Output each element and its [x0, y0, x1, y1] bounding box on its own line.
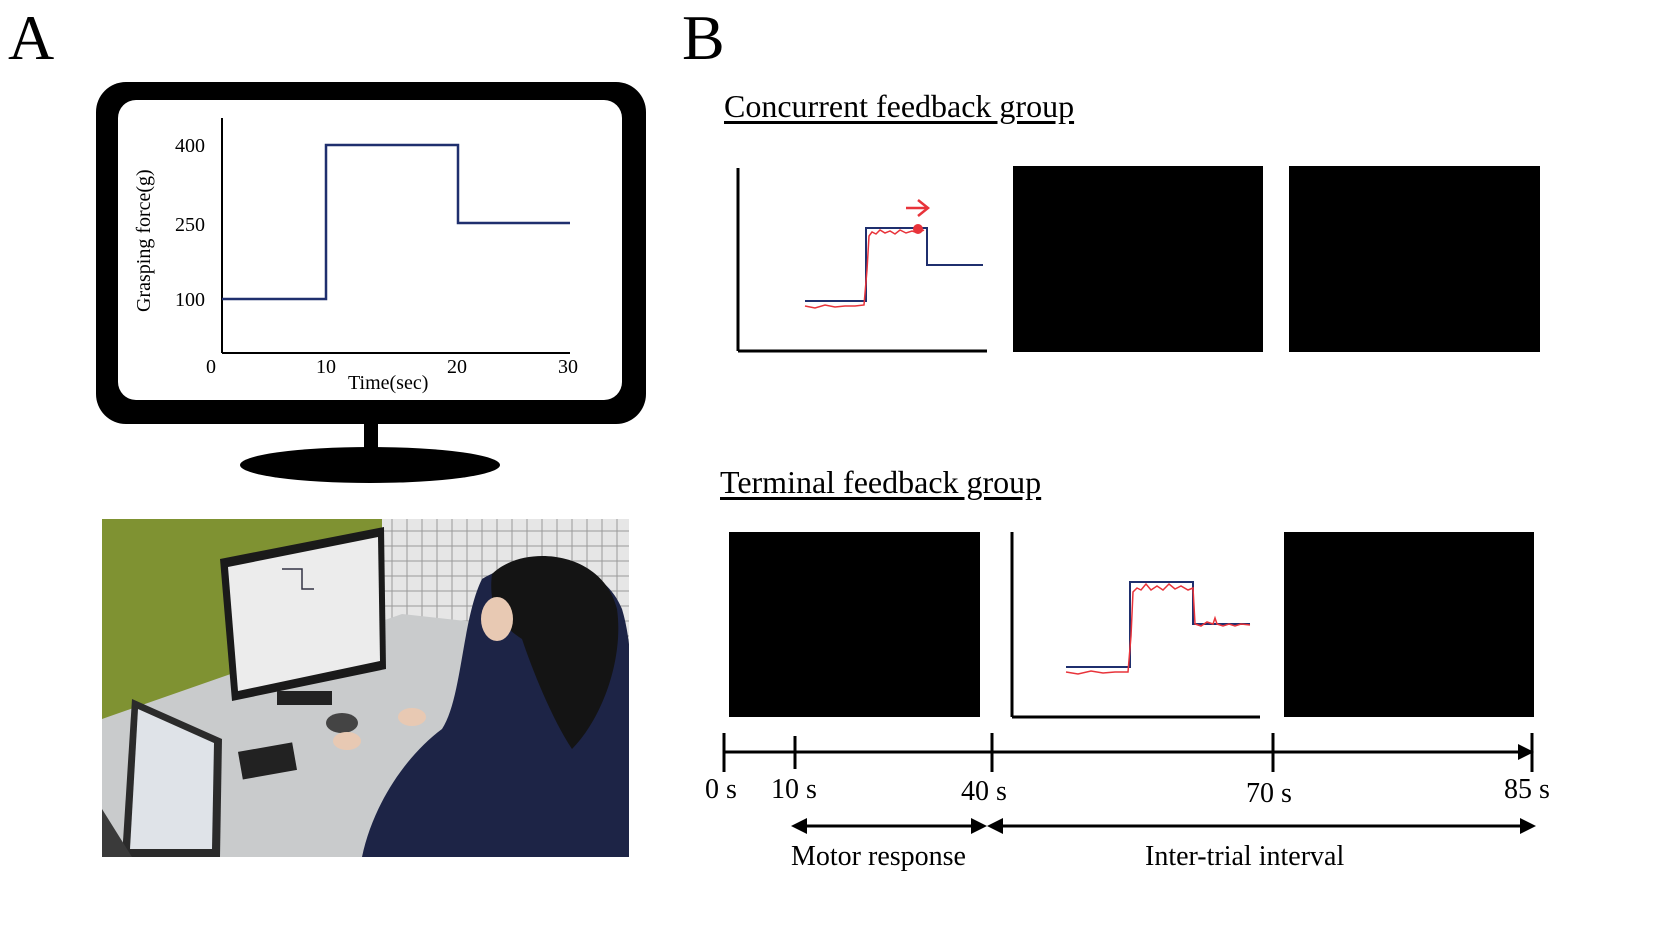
- monitor-neck: [364, 424, 378, 452]
- concurrent-blank-screen-1: [1013, 166, 1263, 352]
- target-force-line: [222, 143, 570, 301]
- motor-response-label: Motor response: [791, 841, 966, 872]
- experiment-photo: [102, 519, 629, 857]
- terminal-blank-screen-2: [1284, 532, 1534, 717]
- xtick-10: 10: [316, 356, 336, 378]
- tick-label-40s: 40 s: [961, 776, 1007, 807]
- monitor-stand: [240, 447, 500, 483]
- monitor-illustration: 400 250 100 0 10 20 30 Time(sec) Graspin…: [96, 82, 646, 483]
- inter-trial-interval-label: Inter-trial interval: [1145, 841, 1345, 872]
- xtick-0: 0: [206, 356, 216, 378]
- ytick-100: 100: [175, 289, 205, 311]
- tick-label-10s: 10 s: [771, 774, 817, 805]
- tick-label-85s: 85 s: [1504, 774, 1550, 805]
- cursor-dot: [913, 224, 923, 234]
- timeline-arrowhead-icon: [1518, 744, 1534, 760]
- ytick-400: 400: [175, 135, 205, 157]
- terminal-group-heading: Terminal feedback group: [720, 464, 1042, 500]
- tick-label-70s: 70 s: [1246, 778, 1292, 809]
- tick-label-0s: 0 s: [705, 774, 737, 805]
- concurrent-blank-screen-2: [1289, 166, 1540, 352]
- terminal-force-trace: [1065, 582, 1251, 675]
- terminal-feedback-plot: [1010, 532, 1260, 719]
- concurrent-force-trace: [804, 229, 925, 309]
- panel-label-b: B: [682, 2, 725, 73]
- xtick-20: 20: [447, 356, 467, 378]
- concurrent-group-heading: Concurrent feedback group: [724, 88, 1075, 124]
- terminal-target-line: [1066, 581, 1250, 668]
- terminal-blank-screen-1: [729, 532, 980, 717]
- concurrent-target-line: [805, 227, 983, 302]
- plot-xlabel: Time(sec): [348, 372, 428, 394]
- monitor-screen: [118, 100, 622, 400]
- xtick-30: 30: [558, 356, 578, 378]
- plot-ylabel: Grasping force(g): [133, 169, 155, 312]
- timeline: [722, 733, 1536, 834]
- concurrent-feedback-plot: [736, 168, 987, 353]
- panel-label-a: A: [8, 2, 55, 73]
- ytick-250: 250: [175, 214, 205, 236]
